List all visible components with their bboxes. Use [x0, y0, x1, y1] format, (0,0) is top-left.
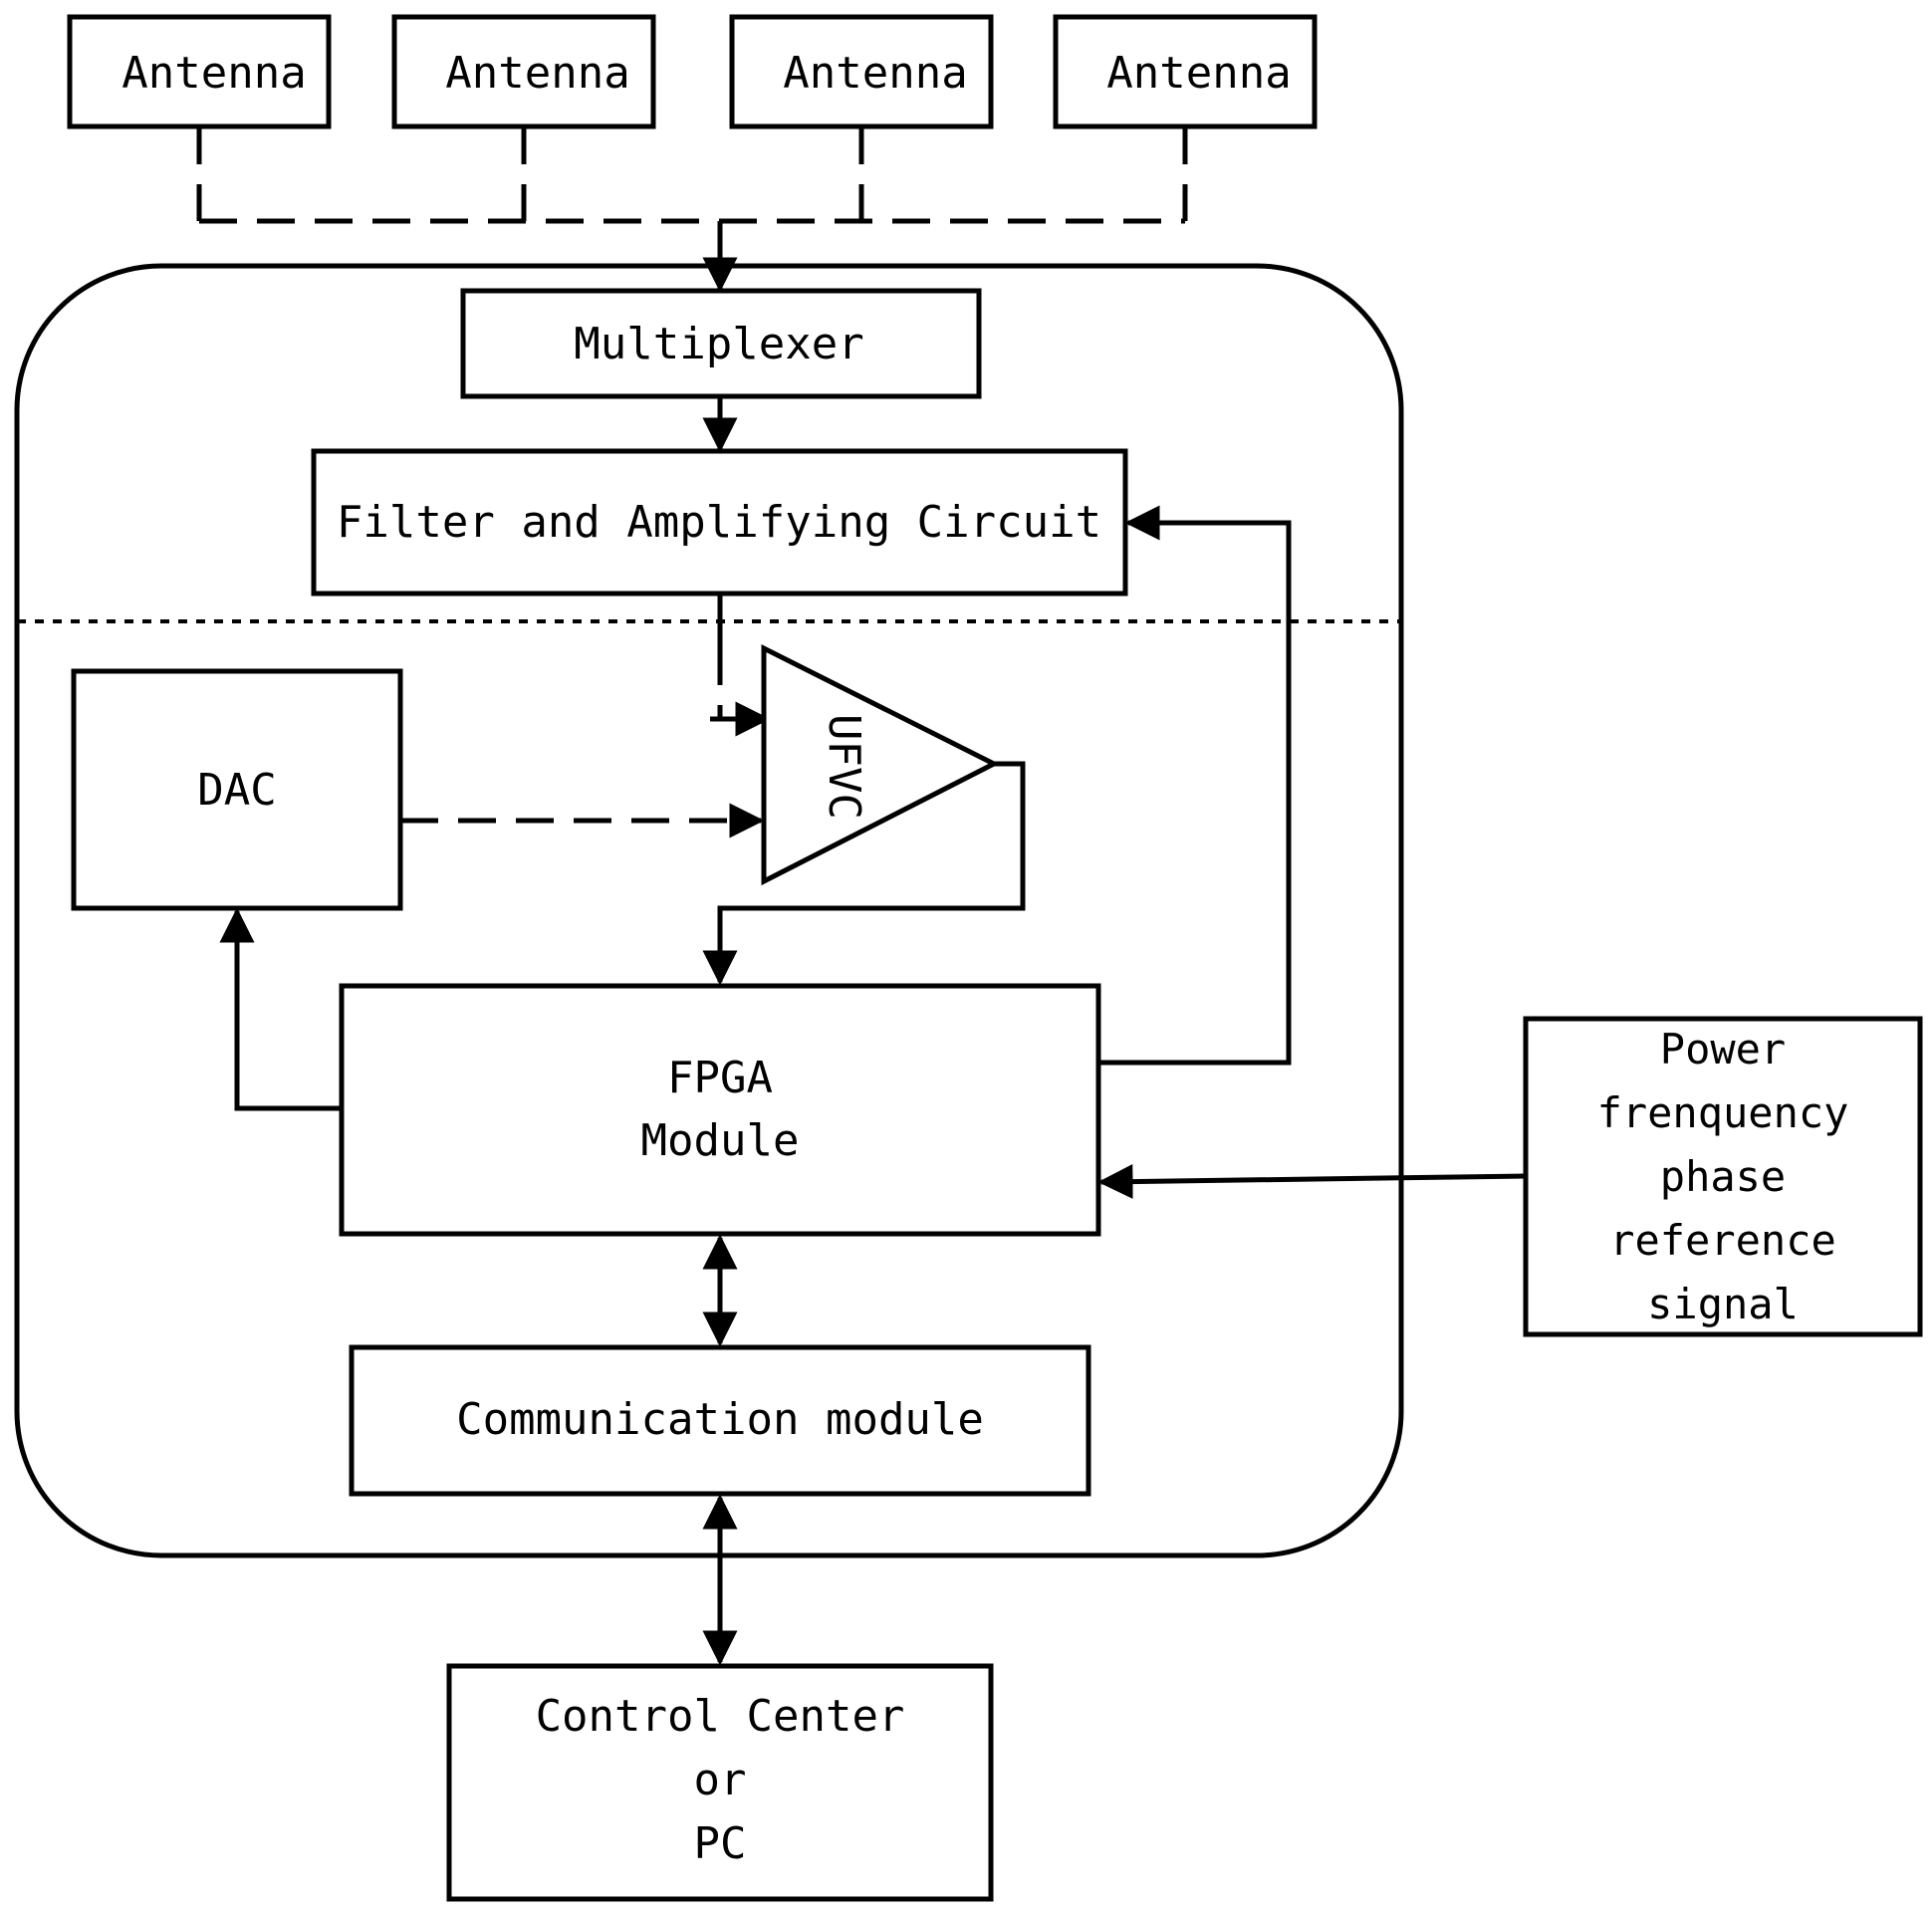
arrow-ufvc-to-fpga [702, 761, 1026, 986]
antenna-label-3: Antenna [783, 48, 967, 99]
dac-label: DAC [197, 765, 276, 816]
arrow-fpga-to-filter [1098, 505, 1292, 1066]
control-center-line-1: Control Center [536, 1691, 905, 1742]
arrow-reference-to-fpga [1097, 1164, 1527, 1200]
power-reference-line-5: signal [1647, 1280, 1799, 1328]
ufvc-label: UFVC [819, 714, 869, 820]
ufvc-block: UFVC [761, 643, 1000, 886]
power-reference-line-1: Power [1660, 1025, 1786, 1073]
fpga-label-line-2: Module [641, 1115, 800, 1166]
power-reference-block: Power frenquency phase reference signal [1523, 1016, 1923, 1337]
antenna-block-2: Antenna [391, 14, 656, 129]
filter-amplifier-block: Filter and Amplifying Circuit [311, 448, 1128, 596]
antenna-label-1: Antenna [121, 48, 306, 99]
power-reference-line-4: reference [1609, 1216, 1836, 1265]
antenna-block-3: Antenna [729, 14, 994, 129]
power-reference-line-3: phase [1660, 1152, 1786, 1201]
control-center-block: Control Center or PC [446, 1663, 994, 1902]
filter-amplifier-label: Filter and Amplifying Circuit [337, 497, 1101, 548]
control-center-line-2: or [694, 1755, 747, 1805]
antenna-block-4: Antenna [1053, 14, 1318, 129]
dac-block: DAC [71, 668, 403, 911]
fpga-module-block: FPGA Module [339, 983, 1101, 1237]
arrow-fpga-to-dac [219, 907, 342, 1111]
arrow-filter-to-ufvc [710, 594, 771, 737]
fpga-label-line-1: FPGA [667, 1053, 773, 1103]
multiplexer-block: Multiplexer [460, 288, 982, 399]
control-center-line-3: PC [694, 1818, 747, 1869]
power-reference-line-2: frenquency [1597, 1088, 1849, 1137]
multiplexer-label: Multiplexer [574, 319, 863, 369]
communication-module-block: Communication module [349, 1344, 1091, 1497]
antenna-block-1: Antenna [67, 14, 332, 129]
antenna-bus [196, 126, 1188, 293]
communication-module-label: Communication module [456, 1394, 984, 1445]
antenna-label-2: Antenna [445, 48, 629, 99]
antenna-label-4: Antenna [1106, 48, 1291, 99]
